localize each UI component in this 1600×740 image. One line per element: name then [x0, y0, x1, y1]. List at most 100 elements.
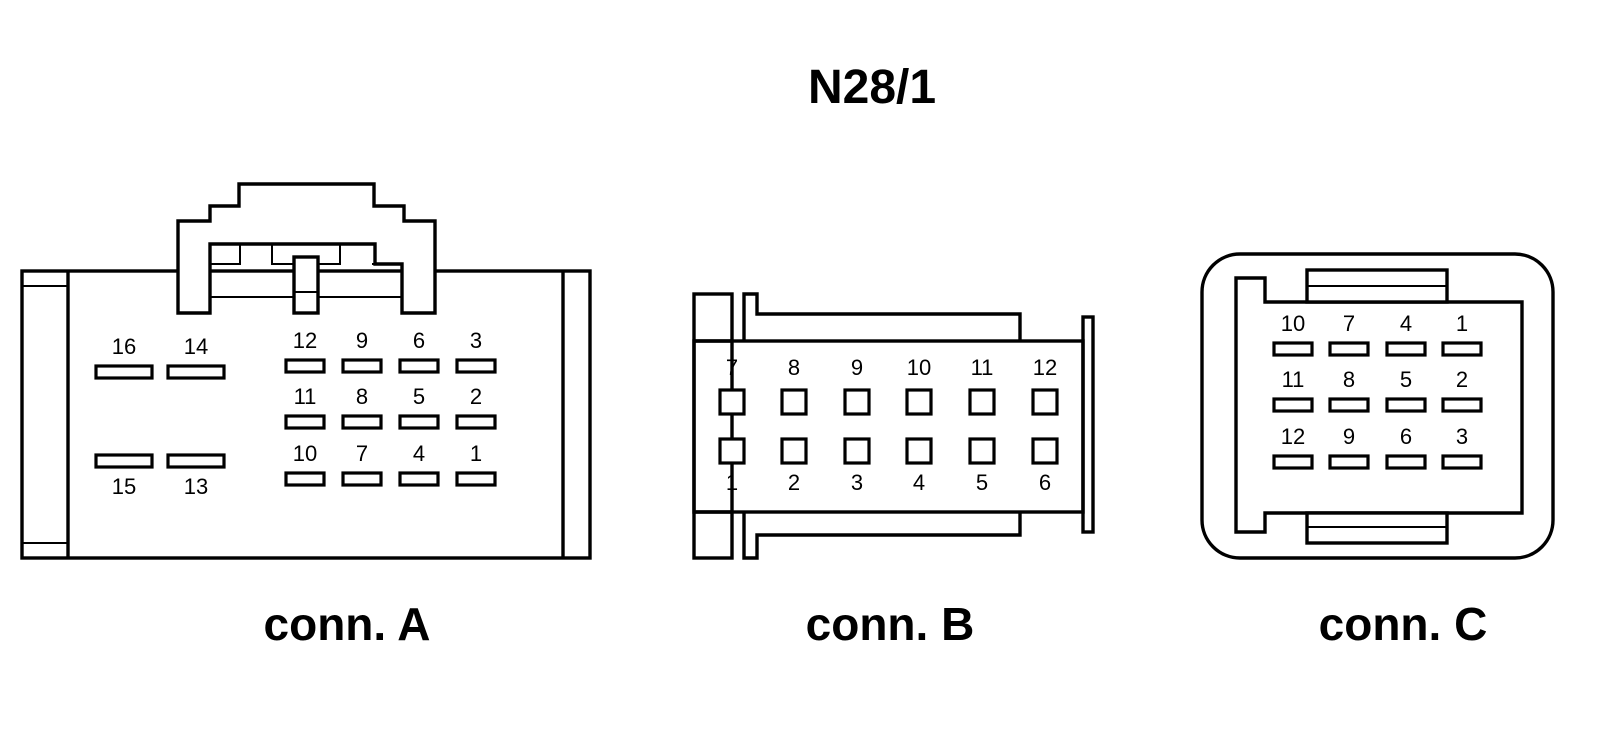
pin-terminal	[968, 437, 996, 465]
pin-terminal	[843, 437, 871, 465]
connector-c-pin: 12	[1272, 424, 1314, 470]
pin-terminal	[398, 414, 440, 430]
pin-terminal	[398, 471, 440, 487]
pin-number: 1	[470, 441, 482, 466]
connector-c-pin: 9	[1328, 424, 1370, 470]
connector-a-pin: 12	[284, 328, 326, 374]
pin-number: 3	[470, 328, 482, 353]
pin-number: 16	[112, 334, 136, 359]
connector-a-pin: 15	[94, 453, 154, 499]
connector-b-pin: 10	[905, 355, 933, 416]
pin-terminal	[341, 414, 383, 430]
pin-terminal	[718, 437, 746, 465]
pin-number: 10	[1281, 311, 1305, 336]
pin-number: 7	[356, 441, 368, 466]
pin-number: 8	[356, 384, 368, 409]
pin-number: 4	[913, 470, 925, 495]
pin-terminal	[905, 437, 933, 465]
pin-number: 5	[976, 470, 988, 495]
connector-c-pin: 7	[1328, 311, 1370, 357]
pin-number: 2	[470, 384, 482, 409]
pin-number: 11	[294, 384, 317, 409]
connector-b-pin: 12	[1031, 355, 1059, 416]
pin-terminal	[780, 437, 808, 465]
diagram-title: N28/1	[808, 61, 936, 114]
pin-number: 9	[1343, 424, 1355, 449]
connector-a-pin: 14	[166, 334, 226, 380]
pin-number: 8	[788, 355, 800, 380]
pin-terminal	[455, 471, 497, 487]
pin-terminal	[1441, 341, 1483, 357]
pin-number: 9	[851, 355, 863, 380]
pin-terminal	[718, 388, 746, 416]
connector-a-pin: 5	[398, 384, 440, 430]
pin-number: 12	[1033, 355, 1057, 380]
connector-b-pin: 6	[1031, 437, 1059, 495]
pin-terminal	[166, 453, 226, 469]
pin-terminal	[94, 364, 154, 380]
connector-c-pin: 6	[1385, 424, 1427, 470]
connector-b-pin: 11	[968, 355, 996, 416]
pin-number: 7	[1343, 311, 1355, 336]
connector-a-pin: 3	[455, 328, 497, 374]
pin-terminal	[1328, 454, 1370, 470]
connector-c-label: conn. C	[1319, 598, 1488, 650]
pin-terminal	[341, 358, 383, 374]
connector-a-pin: 11	[284, 384, 326, 430]
pin-number: 5	[1400, 367, 1412, 392]
pin-number: 6	[413, 328, 425, 353]
pin-terminal	[1441, 454, 1483, 470]
pin-number: 13	[184, 474, 208, 499]
connector-b-housing	[692, 292, 1095, 560]
pin-number: 2	[1456, 367, 1468, 392]
pin-terminal	[780, 388, 808, 416]
connector-b-pin: 9	[843, 355, 871, 416]
connector-b-pin: 1	[718, 437, 746, 495]
connector-a-latch	[176, 182, 437, 315]
connector-c-pin: 3	[1441, 424, 1483, 470]
pin-terminal	[1272, 341, 1314, 357]
connector-a-pin: 13	[166, 453, 226, 499]
pin-terminal	[341, 471, 383, 487]
connector-c-pin: 5	[1385, 367, 1427, 413]
connector-b-pin: 7	[718, 355, 746, 416]
connector-c-pin: 2	[1441, 367, 1483, 413]
pin-number: 11	[971, 355, 994, 380]
pin-number: 4	[413, 441, 425, 466]
connector-a-pin: 2	[455, 384, 497, 430]
pin-terminal	[284, 358, 326, 374]
pin-number: 3	[851, 470, 863, 495]
pin-number: 1	[1456, 311, 1468, 336]
pin-terminal	[1031, 388, 1059, 416]
pin-number: 6	[1039, 470, 1051, 495]
connector-c-pin: 1	[1441, 311, 1483, 357]
pin-terminal	[1328, 397, 1370, 413]
connector-a-pin: 16	[94, 334, 154, 380]
pin-number: 9	[356, 328, 368, 353]
pin-terminal	[455, 358, 497, 374]
pin-terminal	[1385, 397, 1427, 413]
pin-number: 3	[1456, 424, 1468, 449]
connector-a-pin: 9	[341, 328, 383, 374]
connector-b-pin: 2	[780, 437, 808, 495]
pin-terminal	[166, 364, 226, 380]
connector-a-pin: 6	[398, 328, 440, 374]
pin-terminal	[1441, 397, 1483, 413]
pin-terminal	[398, 358, 440, 374]
pin-terminal	[843, 388, 871, 416]
pin-terminal	[1328, 341, 1370, 357]
pin-number: 10	[293, 441, 317, 466]
pin-number: 5	[413, 384, 425, 409]
pin-terminal	[1272, 397, 1314, 413]
connector-b-pin: 3	[843, 437, 871, 495]
connector-a-pin: 7	[341, 441, 383, 487]
pin-number: 12	[1281, 424, 1305, 449]
pin-terminal	[1385, 454, 1427, 470]
pin-terminal	[94, 453, 154, 469]
connector-c-pin: 10	[1272, 311, 1314, 357]
connector-b-pin: 4	[905, 437, 933, 495]
